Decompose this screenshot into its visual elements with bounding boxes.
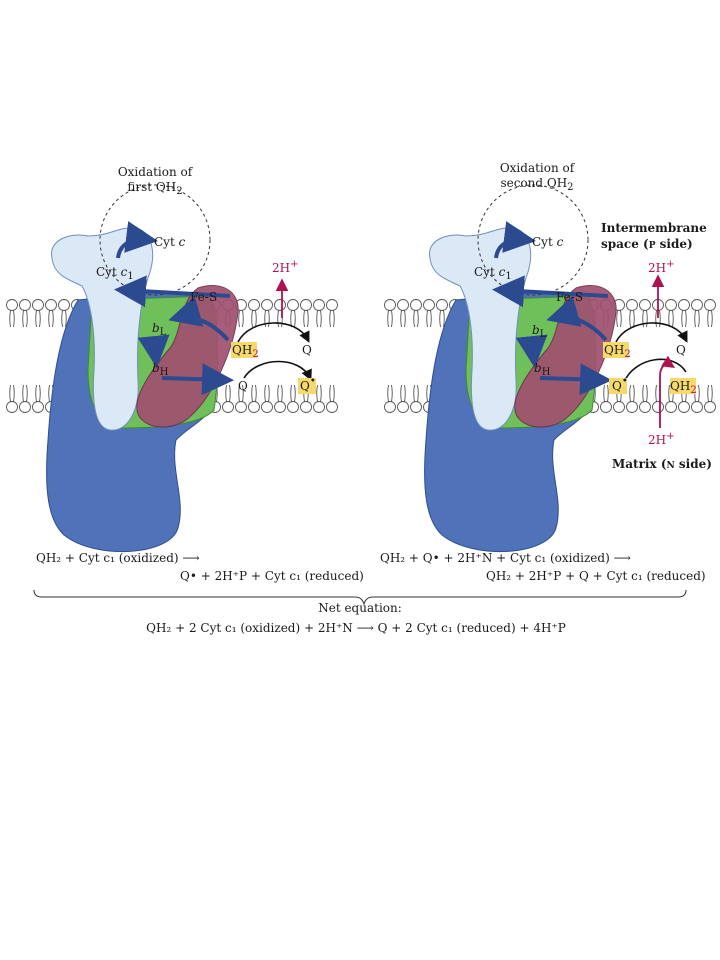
left-proton-label: 2H+: [272, 259, 299, 275]
left-q-bottom-label: Q: [238, 379, 248, 393]
left-q-top-label: Q: [302, 343, 312, 357]
right-fes-label: Fe-S: [556, 290, 583, 304]
left-equation-line2: Q• + 2H⁺P + Cyt c₁ (reduced): [180, 569, 364, 583]
left-cyt-c-label: Cyt c: [154, 235, 186, 249]
net-equation-brace: [33, 589, 687, 606]
right-bh-label: bH: [534, 361, 551, 378]
intermembrane-label-line2: space (P side): [601, 237, 693, 251]
right-panel: Oxidation of second QH2 Cyt c Cyt c1 Fe-…: [385, 161, 716, 552]
qsemi-highlight: [298, 378, 316, 394]
right-cyt-c-label: Cyt c: [532, 235, 564, 249]
left-cyt-c1-label: Cyt c1: [96, 265, 134, 282]
left-qh2-label: QH2: [232, 343, 259, 360]
right-title-line1: Oxidation of: [500, 161, 576, 175]
left-qsemi-label: Q•: [300, 376, 316, 393]
right-qh2-bottom-label: QH2: [670, 379, 697, 396]
left-fes-label: Fe-S: [190, 290, 217, 304]
qh2-highlight-right: [603, 342, 629, 358]
right-q-top-label: Q: [676, 343, 686, 357]
right-qsemi-label: Q•: [612, 376, 628, 393]
left-bl-label: bL: [152, 321, 167, 338]
qsemi-highlight-right: [609, 378, 627, 394]
right-title-line2: second QH2: [500, 176, 573, 193]
left-title-line1: Oxidation of: [118, 165, 194, 179]
arc-qh2-to-q: [237, 322, 310, 343]
right-equation-line1: QH₂ + Q• + 2H⁺N + Cyt c₁ (oxidized) ⟶: [380, 551, 631, 565]
qh2-highlight: [231, 342, 257, 358]
right-qh2-top-label: QH2: [604, 343, 631, 360]
net-equation: QH₂ + 2 Cyt c₁ (oxidized) + 2H⁺N ⟶ Q + 2…: [146, 621, 566, 635]
intermembrane-label-line1: Intermembrane: [601, 221, 707, 235]
right-cyt-c1-label: Cyt c1: [474, 265, 512, 282]
left-bh-label: bH: [152, 361, 169, 378]
right-proton-top-label: 2H+: [648, 259, 675, 275]
right-proton-bottom-label: 2H+: [648, 431, 675, 447]
left-panel: Oxidation of first QH2 Cyt c Cyt c1 Fe-S…: [7, 165, 338, 552]
right-bl-label: bL: [532, 323, 547, 340]
arc-q-to-qsemi-right: [615, 358, 687, 392]
left-equation-line1: QH₂ + Cyt c₁ (oxidized) ⟶: [36, 551, 200, 565]
right-equation-line2: QH₂ + 2H⁺P + Q + Cyt c₁ (reduced): [486, 569, 706, 583]
net-equation-label: Net equation:: [318, 601, 402, 615]
matrix-label: Matrix (N side): [612, 457, 712, 471]
proton-uptake-arrow-right: [659, 355, 675, 428]
arc-q-to-qsemi: [243, 360, 312, 381]
arc-qh2-to-q-right: [615, 322, 688, 343]
qh2-bottom-highlight-right: [670, 378, 696, 394]
left-title-line2: first QH2: [127, 180, 182, 197]
